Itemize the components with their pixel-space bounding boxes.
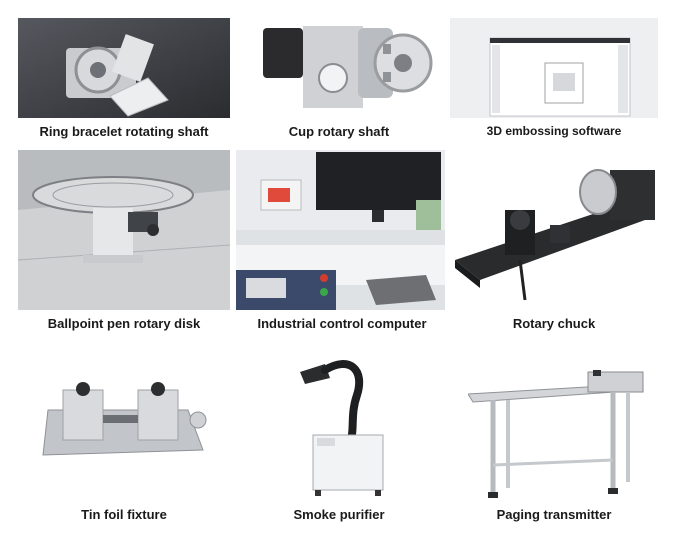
caption-3d-embossing-software: 3D embossing software: [486, 124, 622, 138]
caption-tin-foil-fixture: Tin foil fixture: [81, 507, 167, 522]
caption-ring-bracelet-rotating-shaft: Ring bracelet rotating shaft: [39, 124, 209, 139]
caption-paging-transmitter: Paging transmitter: [496, 507, 612, 522]
tile-ballpoint-pen-rotary-disk: Ballpoint pen rotary disk: [18, 150, 230, 340]
tin-foil-fixture-image: [38, 375, 213, 470]
tile-smoke-purifier: Smoke purifier: [233, 350, 445, 530]
tile-cup-rotary-shaft: Cup rotary shaft: [233, 18, 445, 143]
tile-industrial-control-computer: Industrial control computer: [236, 150, 448, 340]
smoke-purifier-image: [295, 350, 390, 498]
tile-paging-transmitter: Paging transmitter: [448, 350, 660, 530]
rotary-chuck-image: [450, 150, 658, 310]
caption-smoke-purifier: Smoke purifier: [293, 507, 385, 522]
industrial-control-computer-image: [236, 150, 445, 310]
tile-rotary-chuck: Rotary chuck: [448, 150, 660, 340]
paging-transmitter-image: [468, 370, 648, 500]
cup-rotary-shaft-image: [233, 18, 445, 118]
caption-industrial-control-computer: Industrial control computer: [257, 316, 427, 331]
caption-cup-rotary-shaft: Cup rotary shaft: [288, 124, 390, 139]
tile-tin-foil-fixture: Tin foil fixture: [18, 350, 230, 530]
caption-rotary-chuck: Rotary chuck: [512, 316, 596, 331]
caption-ballpoint-pen-rotary-disk: Ballpoint pen rotary disk: [47, 316, 201, 331]
ring-bracelet-rotating-shaft-image: [18, 18, 230, 118]
3d-embossing-software-image: [450, 18, 658, 118]
tile-3d-embossing-software: 3D embossing software: [448, 18, 660, 143]
tile-ring-bracelet-rotating-shaft: Ring bracelet rotating shaft: [18, 18, 230, 143]
ballpoint-pen-rotary-disk-image: [18, 150, 230, 310]
